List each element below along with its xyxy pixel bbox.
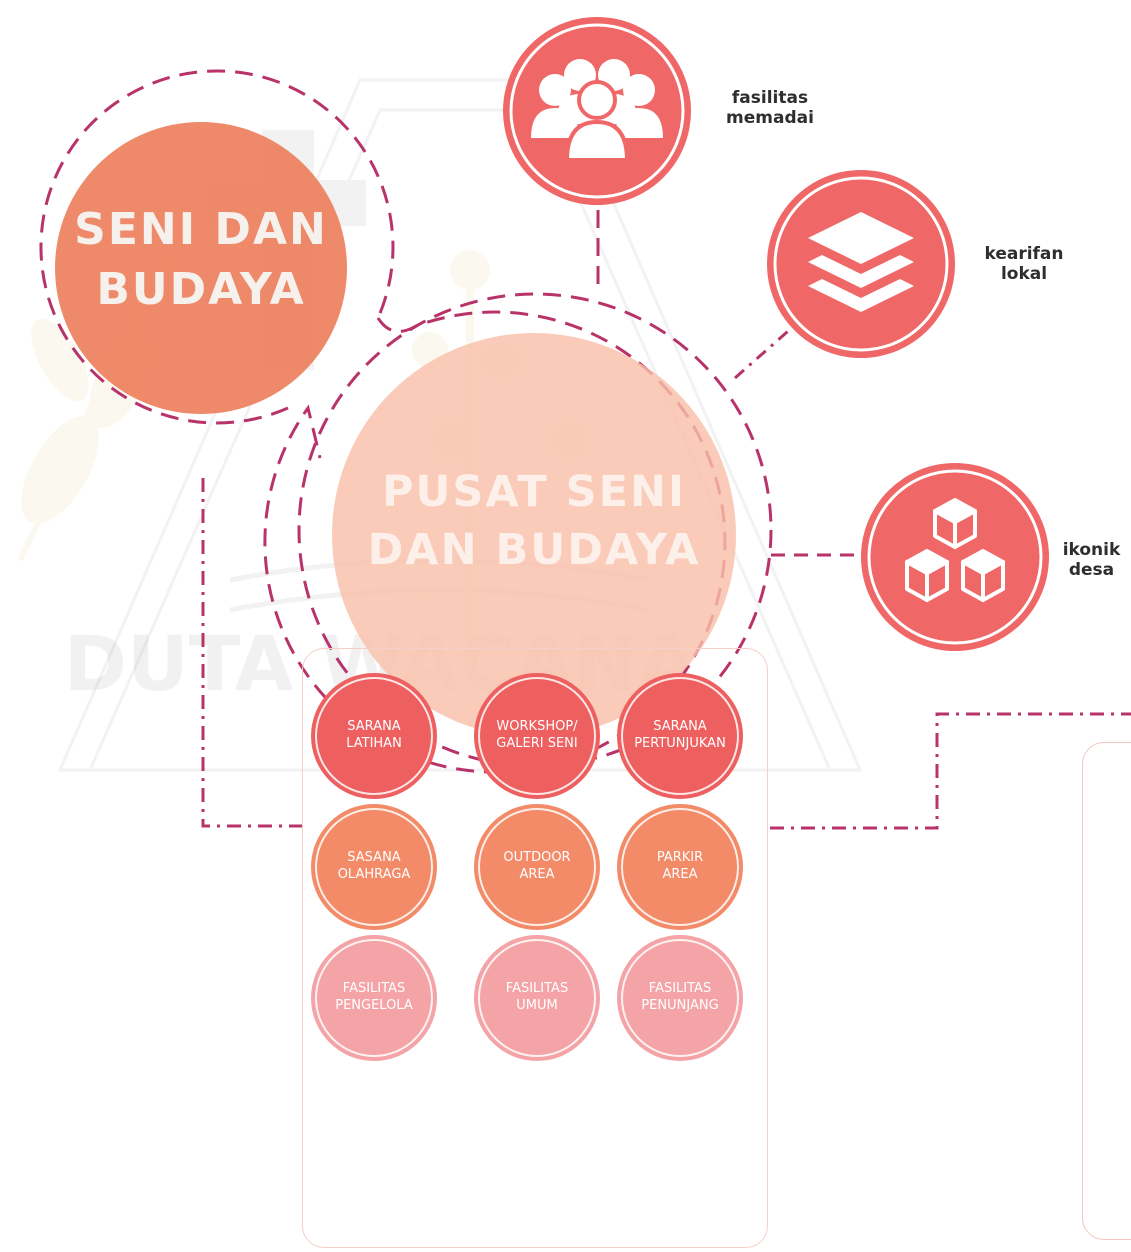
facility-label: FASILITAS UMUM (478, 939, 596, 1057)
users-group-icon (531, 59, 663, 162)
facility-label: OUTDOOR AREA (478, 808, 596, 926)
facility-circle: SASANA OLAHRAGA (311, 804, 437, 930)
facilities-panel (302, 648, 768, 1248)
facility-circle: FASILITAS PENUNJANG (617, 935, 743, 1061)
icon-circle-ring (773, 176, 949, 352)
icon-circle-outer (861, 463, 1049, 651)
facility-circle: SARANA LATIHAN (311, 673, 437, 799)
main-topic-line2: BUDAYA (96, 264, 306, 315)
facility-label: FASILITAS PENUNJANG (621, 939, 739, 1057)
connector-left-elbow (201, 478, 302, 828)
center-topic-line1: PUSAT SENI (382, 467, 686, 517)
facility-label: FASILITAS PENGELOLA (315, 939, 433, 1057)
branch-label-ikonik: ikonik desa (1062, 540, 1121, 581)
branch-kearifan-lokal (767, 170, 955, 358)
facility-circle: FASILITAS UMUM (474, 935, 600, 1061)
main-topic-line1: SENI DAN (74, 204, 328, 255)
facility-label: PARKIR AREA (621, 808, 739, 926)
branch-label-fasilitas: fasilitas memadai (726, 88, 814, 129)
right-panel-box (1082, 742, 1131, 1240)
branch-ikonik-desa (861, 463, 1049, 651)
facility-label: WORKSHOP/ GALERI SENI (478, 677, 596, 795)
main-topic-label: SENI DAN BUDAYA (56, 200, 346, 320)
main-topic-dashed-ring (39, 69, 727, 774)
facility-circle: PARKIR AREA (617, 804, 743, 930)
layers-icon (808, 212, 914, 312)
facility-label: SASANA OLAHRAGA (315, 808, 433, 926)
branch-label-kearifan: kearifan lokal (984, 244, 1064, 285)
facility-label: SARANA PERTUNJUKAN (621, 677, 739, 795)
main-topic-circle (55, 122, 347, 414)
connector-kearifan (734, 323, 796, 380)
branch-fasilitas-memadai (503, 17, 691, 205)
connector-right-elbow (770, 712, 1131, 830)
facility-label: SARANA LATIHAN (315, 677, 433, 795)
facility-circle: OUTDOOR AREA (474, 804, 600, 930)
center-topic-circle (332, 333, 736, 737)
facility-circle: FASILITAS PENGELOLA (311, 935, 437, 1061)
facility-circle: SARANA PERTUNJUKAN (617, 673, 743, 799)
center-topic-label: PUSAT SENI DAN BUDAYA (334, 463, 734, 579)
facility-circle: WORKSHOP/ GALERI SENI (474, 673, 600, 799)
cubes-icon (905, 498, 1005, 602)
icon-circle-ring (867, 469, 1043, 645)
center-topic-line2: DAN BUDAYA (367, 525, 701, 575)
icon-circle-ring (509, 23, 685, 199)
